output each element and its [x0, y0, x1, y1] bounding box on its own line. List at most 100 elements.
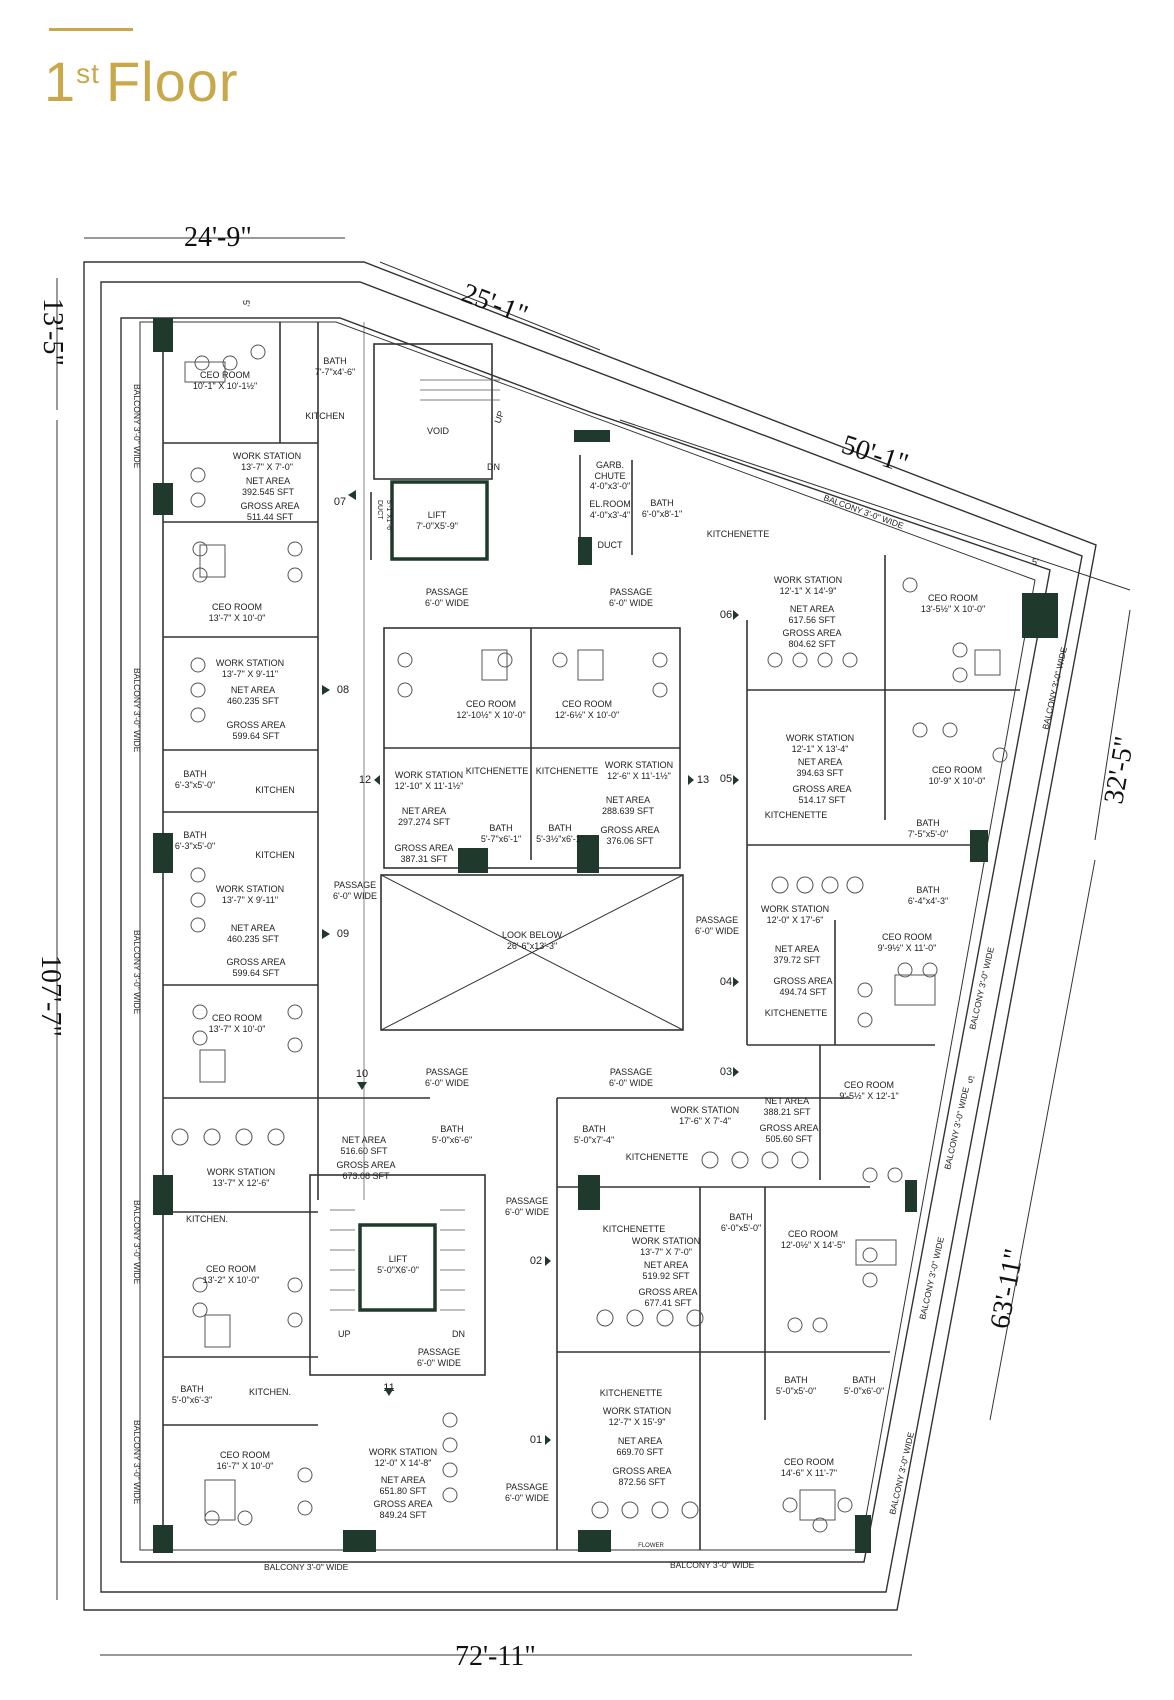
ceo-room-size: 9'-9½" X 11'-0" — [878, 943, 937, 953]
unit-number-06: 06 — [720, 609, 732, 621]
passage-labels: PASSAGE 6'-0" WIDE PASSAGE 6'-0" WIDE PA… — [333, 587, 739, 1503]
kitchenette-label: KITCHENETTE — [765, 1008, 828, 1018]
dim-top-left: 24'-9" — [184, 222, 252, 253]
passage-width: 6'-0" WIDE — [695, 926, 739, 936]
kitchenette-label: KITCHENETTE — [765, 810, 828, 820]
kitchen-label: KITCHEN. — [186, 1214, 228, 1224]
unit-number-01: 01 — [530, 1434, 542, 1446]
ceo-room-label: CEO ROOM — [788, 1229, 838, 1239]
passage-width: 6'-0" WIDE — [609, 598, 653, 608]
net-area-value: 394.63 SFT — [796, 768, 844, 778]
kitchen-label: KITCHEN — [305, 411, 345, 421]
balcony-label: BALCONY 3'-0" WIDE — [132, 384, 142, 469]
workstation-label: WORK STATION — [233, 451, 301, 461]
net-area-value: 651.80 SFT — [379, 1486, 427, 1496]
gross-area-value: 804.62 SFT — [788, 639, 836, 649]
ceo-room-size: 12'-6½" X 10'-0" — [555, 710, 619, 720]
gross-area-label: GROSS AREA — [759, 1123, 818, 1133]
unit-02: KITCHENETTE WORK STATION 13'-7" X 7'-0" … — [603, 1212, 845, 1308]
furniture — [171, 344, 1008, 1533]
title-rule — [49, 28, 133, 31]
passage-label: PASSAGE — [610, 1067, 652, 1077]
unit-01: KITCHENETTE WORK STATION 12'-7" X 15'-9"… — [600, 1375, 884, 1487]
net-area-value: 388.21 SFT — [763, 1107, 811, 1117]
outer-boundary — [83, 261, 1097, 1611]
ceo-room-label: CEO ROOM — [882, 932, 932, 942]
unit-number-12: 12 — [359, 774, 371, 786]
workstation-label: WORK STATION — [605, 760, 673, 770]
ceo-room-label: CEO ROOM — [212, 1013, 262, 1023]
net-area-label: NET AREA — [775, 944, 819, 954]
balcony-label: BALCONY 3'-0" WIDE — [1040, 646, 1069, 731]
balcony-label: BALCONY 3'-0" WIDE — [670, 1560, 755, 1570]
kitchenette-label: KITCHENETTE — [600, 1388, 663, 1398]
unit-03: CEO ROOM 9'-5½" X 12'-1" WORK STATION 17… — [574, 1080, 899, 1162]
gross-area-label: GROSS AREA — [612, 1466, 671, 1476]
net-area-label: NET AREA — [342, 1135, 386, 1145]
bath-label: BATH — [180, 1384, 203, 1394]
unit-04: BATH 6'-4"x4'-3" WORK STATION 12'-0" X 1… — [761, 885, 948, 1018]
ceo-room-size: 10'-9" X 10'-0" — [929, 776, 986, 786]
bath-label: BATH — [323, 356, 346, 366]
passage-label: PASSAGE — [426, 1067, 468, 1077]
unit-number-05: 05 — [720, 773, 732, 785]
bath-label: BATH — [916, 885, 939, 895]
bath-label: BATH — [183, 769, 206, 779]
net-area-value: 297.274 SFT — [398, 817, 451, 827]
look-below-size: 26'-6"x13'-3" — [507, 941, 557, 951]
ceo-room-label: CEO ROOM — [784, 1457, 834, 1467]
core-labels: VOID UP DN LIFT 7'-0"X5'-9" DUCT 5'-1"X1… — [338, 410, 664, 1549]
bath-label: BATH — [650, 498, 673, 508]
passage-width: 6'-0" WIDE — [425, 1078, 469, 1088]
kitchenette-label: KITCHENETTE — [536, 766, 599, 776]
bath-size: 6'-3"x5'-0" — [175, 780, 215, 790]
balcony-label: BALCONY 3'-0" WIDE — [132, 1200, 142, 1285]
workstation-size: 12'-10" X 11'-1½" — [395, 781, 464, 791]
unit-09: BATH 6'-3"x5'-0" KITCHEN WORK STATION 13… — [175, 830, 295, 1034]
passage-width: 6'-0" WIDE — [505, 1493, 549, 1503]
unit-08: CEO ROOM 13'-7" X 10'-0" WORK STATION 13… — [175, 602, 295, 795]
title-word: Floor — [105, 50, 239, 113]
workstation-size: 13'-7" X 7'-0" — [640, 1247, 692, 1257]
garb-chute-label: CHUTE — [595, 471, 626, 481]
gross-area-label: GROSS AREA — [782, 628, 841, 638]
ceo-room-label: CEO ROOM — [200, 370, 250, 380]
passage-label: PASSAGE — [334, 880, 376, 890]
ceo-room-size: 13'-7" X 10'-0" — [209, 1024, 266, 1034]
dim-small-5a: 5' — [241, 300, 251, 307]
unit-numbers: 07 08 09 10 11 12 13 06 05 04 03 02 01 — [334, 496, 732, 1446]
bath-label: BATH — [548, 823, 571, 833]
dim-bottom: 72'-11" — [455, 1641, 536, 1672]
gross-area-value: 872.56 SFT — [618, 1477, 666, 1487]
gross-area-label: GROSS AREA — [638, 1287, 697, 1297]
workstation-size: 13'-7" X 9'-11" — [222, 669, 278, 679]
dim-left-main: 107'-7" — [35, 955, 66, 1037]
dim-right-mid: 32'-5" — [1098, 734, 1140, 806]
ceo-room-size: 12'-10½" X 10'-0" — [456, 710, 525, 720]
el-room-size: 4'-0"x3'-4" — [590, 510, 630, 520]
bath-size: 5'-0"x5'-0" — [776, 1386, 816, 1396]
gross-area-value: 673.08 SFT — [342, 1171, 390, 1181]
bath-size: 5'-0"x6'-6" — [432, 1135, 472, 1145]
unit-number-03: 03 — [720, 1066, 732, 1078]
workstation-label: WORK STATION — [216, 884, 284, 894]
bath-label: BATH — [489, 823, 512, 833]
stair-dn-label: DN — [487, 462, 500, 472]
unit-number-02: 02 — [530, 1255, 542, 1267]
gross-area-value: 387.31 SFT — [400, 854, 448, 864]
workstation-size: 17'-6" X 7'-4" — [679, 1116, 731, 1126]
net-area-value: 460.235 SFT — [227, 934, 280, 944]
gross-area-value: 511.44 SFT — [247, 512, 294, 522]
lift-size: 7'-0"X5'-9" — [416, 521, 458, 531]
lift-label: LIFT — [389, 1254, 408, 1264]
kitchen-label: KITCHEN — [255, 785, 295, 795]
bath-size: 6'-3"x5'-0" — [175, 841, 215, 851]
net-area-label: NET AREA — [246, 476, 290, 486]
unit-number-10: 10 — [356, 1068, 368, 1080]
gross-area-label: GROSS AREA — [773, 976, 832, 986]
net-area-label: NET AREA — [798, 757, 842, 767]
ceo-room-size: 13'-2" X 10'-0" — [203, 1275, 260, 1285]
workstation-size: 12'-1" X 13'-4" — [792, 744, 849, 754]
bath-label: BATH — [729, 1212, 752, 1222]
bath-label: BATH — [183, 830, 206, 840]
